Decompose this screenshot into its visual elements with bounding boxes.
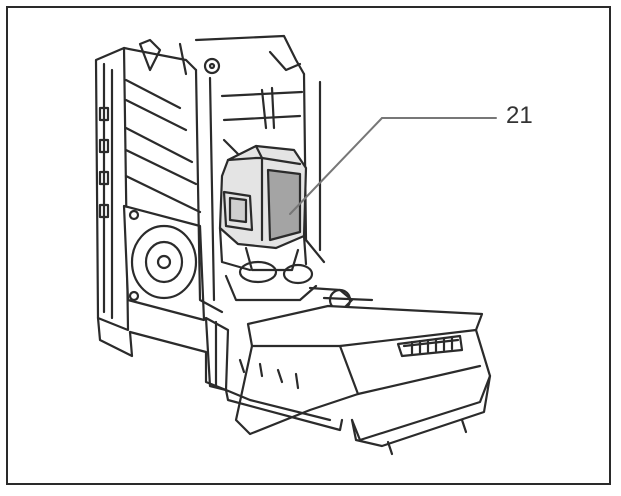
speaker-grille xyxy=(122,204,206,322)
compartment-walls xyxy=(194,68,326,314)
laser-module xyxy=(218,144,308,272)
housing-left-frame xyxy=(94,46,134,358)
housing-slats xyxy=(122,46,202,214)
callout-label-21: 21 xyxy=(506,102,533,129)
lower-base xyxy=(128,316,344,432)
open-lid xyxy=(234,304,492,456)
pivot-base xyxy=(224,260,374,314)
top-handle xyxy=(138,34,306,130)
callout-leader-21 xyxy=(289,117,497,215)
